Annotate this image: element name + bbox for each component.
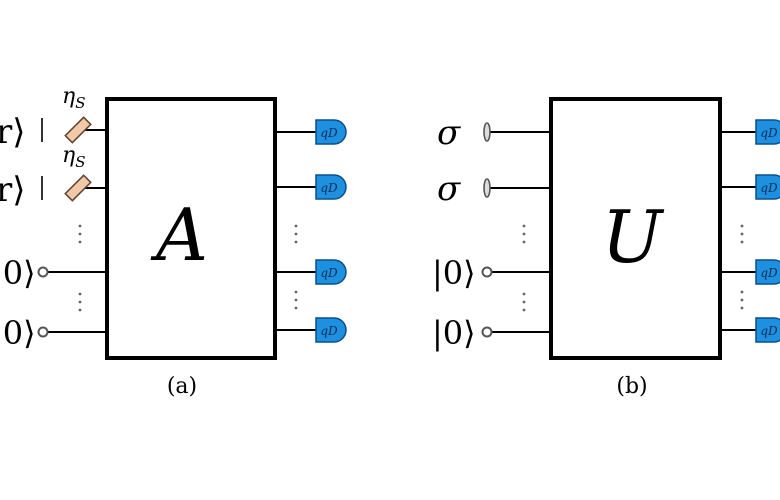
detector-icon-b-4: qD [755, 317, 780, 343]
svg-text:qD: qD [760, 266, 778, 280]
mode-marker-b-1 [483, 122, 491, 142]
svg-text:qD: qD [320, 181, 338, 195]
svg-text:qD: qD [320, 324, 338, 338]
output-ellipsis-b-2 [740, 290, 744, 310]
svg-text:qD: qD [320, 126, 338, 140]
detector-icon-b-1: qD [755, 119, 780, 145]
svg-text:qD: qD [760, 181, 778, 195]
input-ellipsis-b-1 [522, 224, 526, 244]
ket-a-3: |0⟩ [0, 254, 36, 292]
caption-b: (b) [616, 374, 647, 399]
eta-label-a-1: ηS [62, 84, 85, 112]
output-ellipsis-b-1 [740, 224, 744, 244]
state-b-2: σ [437, 169, 461, 209]
beam-splitter-a-1 [64, 116, 92, 144]
eta-label-a-2: ηS [62, 143, 85, 171]
ket-b-3: |0⟩ [432, 254, 476, 292]
detector-icon-a-4: qD [315, 317, 347, 343]
box-a-label: A [150, 193, 208, 277]
output-ellipsis-a-2 [294, 290, 298, 310]
detector-icon-a-1: qD [315, 119, 347, 145]
vacuum-circle-a-4 [37, 326, 49, 338]
svg-text:qD: qD [760, 324, 778, 338]
detector-icon-b-3: qD [755, 259, 780, 285]
panel-b: U σ σ |0⟩ |0⟩ [432, 97, 780, 399]
box-b [549, 97, 722, 360]
box-b-label: U [602, 195, 665, 279]
caption-a: (a) [167, 374, 197, 399]
beam-splitter-a-2 [64, 174, 92, 202]
input-ellipsis-a-2 [78, 292, 82, 312]
mode-marker-b-2 [483, 178, 491, 198]
ket-b-4: |0⟩ [432, 314, 476, 352]
ket-a-2: r⟩ [0, 170, 26, 210]
detector-icon-a-3: qD [315, 259, 347, 285]
input-ellipsis-a-1 [78, 224, 82, 244]
input-ellipsis-b-2 [522, 292, 526, 312]
ket-a-4: |0⟩ [0, 314, 36, 352]
ket-a-1: r⟩ [0, 112, 26, 152]
detector-icon-b-2: qD [755, 174, 780, 200]
output-ellipsis-a-1 [294, 224, 298, 244]
svg-text:qD: qD [760, 126, 778, 140]
detector-icon-a-2: qD [315, 174, 347, 200]
panel-a: A r⟩ r⟩ |0⟩ |0⟩ ηS ηS [0, 84, 347, 399]
box-a [105, 97, 277, 360]
state-b-1: σ [437, 113, 461, 153]
vacuum-circle-b-3 [481, 266, 493, 278]
vacuum-circle-a-3 [37, 266, 49, 278]
vacuum-circle-b-4 [481, 326, 493, 338]
svg-text:qD: qD [320, 266, 338, 280]
